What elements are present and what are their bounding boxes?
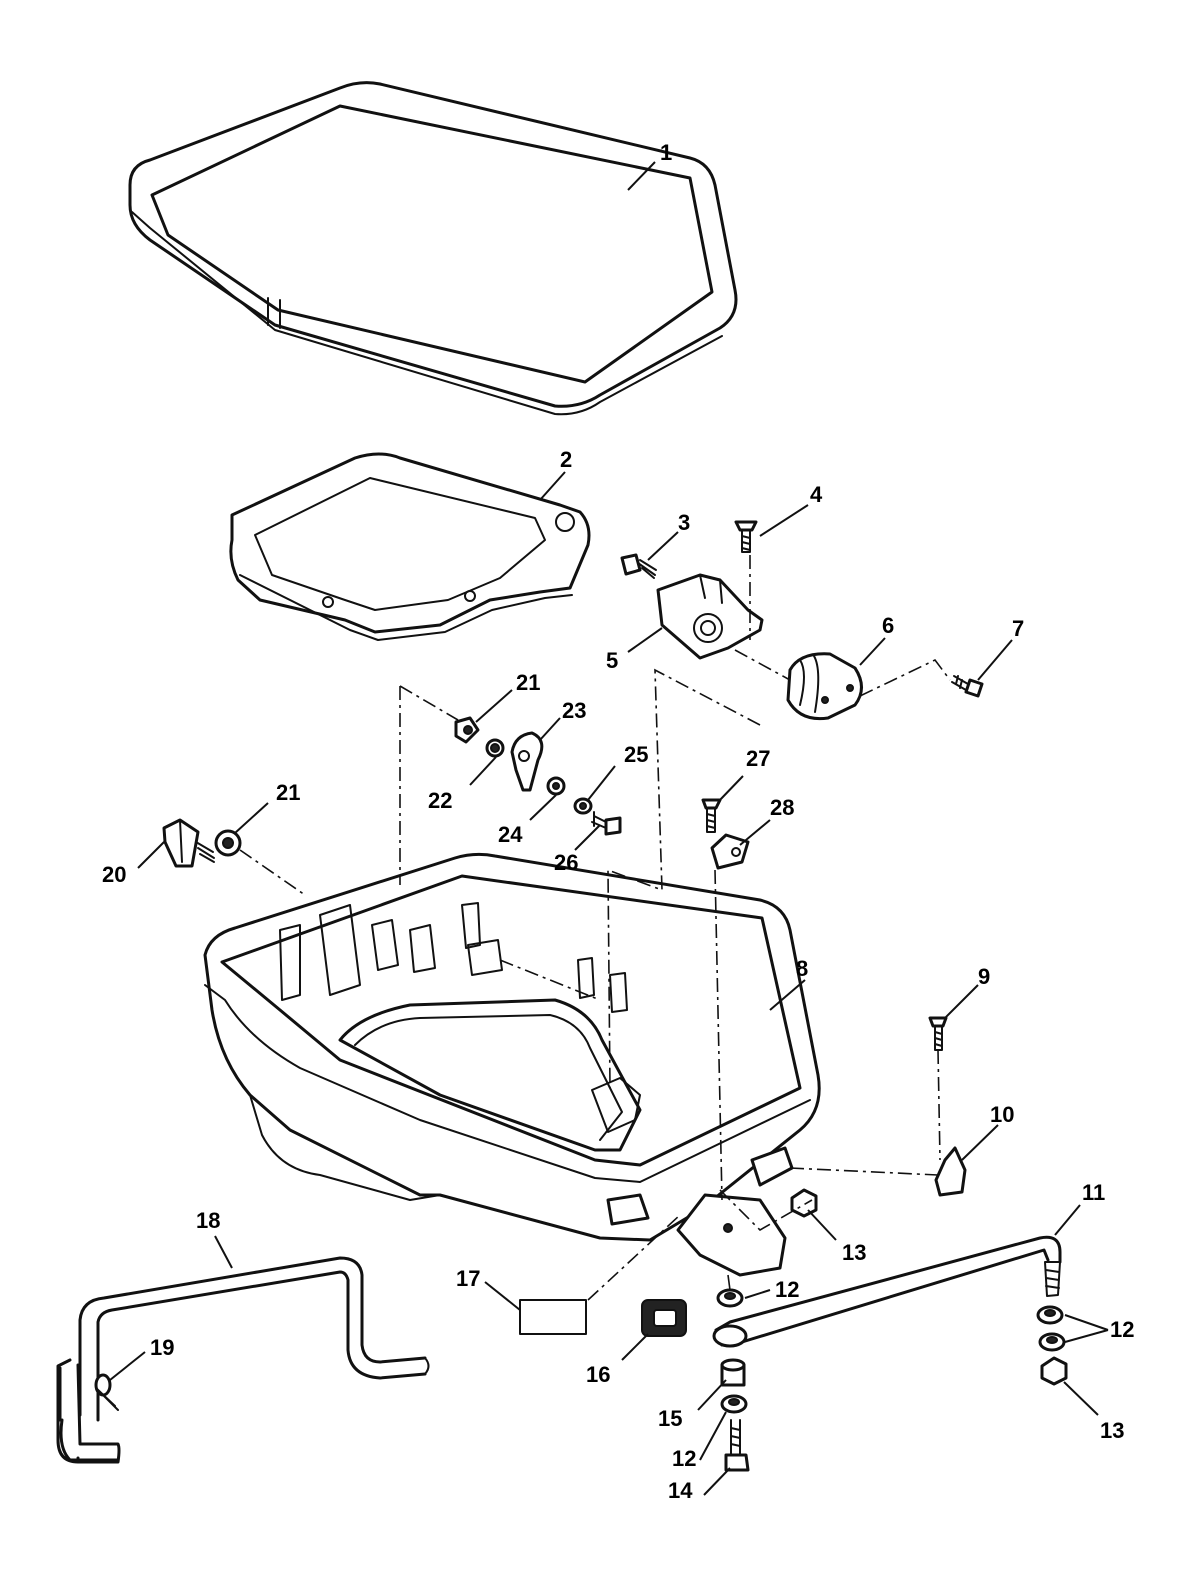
part-11-shift-rod bbox=[712, 1235, 1062, 1348]
part-22-washer bbox=[485, 738, 505, 758]
part-6-latch-handle bbox=[786, 652, 863, 721]
callout-1: 1 bbox=[660, 140, 672, 165]
part-15-spacer bbox=[720, 1358, 746, 1387]
part-24-washer bbox=[546, 776, 566, 796]
callout-9: 9 bbox=[978, 964, 990, 989]
callout-6: 6 bbox=[882, 613, 894, 638]
part-14-bolt bbox=[724, 1419, 750, 1472]
callout-14: 14 bbox=[668, 1478, 693, 1503]
callout-18: 18 bbox=[196, 1208, 220, 1233]
part-4-screw bbox=[734, 520, 758, 553]
assembly-lines bbox=[239, 555, 951, 1301]
callout-19: 19 bbox=[150, 1335, 174, 1360]
callout-labels: 1 2 3 4 5 6 7 8 9 10 11 12 12 12 12 13 1… bbox=[102, 140, 1134, 1503]
callout-10: 10 bbox=[990, 1102, 1014, 1127]
part-2-inner-seal bbox=[229, 452, 591, 641]
part-12-washers bbox=[716, 1288, 1066, 1414]
part-28-striker bbox=[710, 833, 750, 870]
part-13-nuts bbox=[790, 1188, 1068, 1386]
part-20-bumper bbox=[162, 818, 215, 868]
callout-2: 2 bbox=[560, 447, 572, 472]
callout-4: 4 bbox=[810, 482, 823, 507]
callout-3: 3 bbox=[678, 510, 690, 535]
callout-12b: 12 bbox=[1110, 1317, 1134, 1342]
callout-5: 5 bbox=[606, 648, 618, 673]
part-25-nut bbox=[573, 797, 593, 815]
part-23-hook bbox=[510, 731, 544, 792]
callout-22: 22 bbox=[428, 788, 452, 813]
callout-26: 26 bbox=[554, 850, 578, 875]
callout-16: 16 bbox=[586, 1362, 610, 1387]
callout-12c: 12 bbox=[672, 1446, 696, 1471]
callout-23: 23 bbox=[562, 698, 586, 723]
part-27-screw bbox=[701, 798, 722, 833]
part-26-bolt bbox=[591, 811, 622, 836]
part-5-latch-bracket bbox=[656, 573, 764, 660]
callout-27: 27 bbox=[746, 746, 770, 771]
callout-12a: 12 bbox=[775, 1277, 799, 1302]
callout-21b: 21 bbox=[276, 780, 300, 805]
part-3-bolt bbox=[620, 553, 657, 579]
part-10-clip bbox=[934, 1146, 967, 1197]
part-7-screw bbox=[951, 675, 984, 698]
callout-21a: 21 bbox=[516, 670, 540, 695]
callout-7: 7 bbox=[1012, 616, 1024, 641]
callout-15: 15 bbox=[658, 1406, 682, 1431]
callout-13b: 13 bbox=[1100, 1418, 1124, 1443]
part-21-nuts bbox=[214, 716, 480, 857]
callout-17: 17 bbox=[456, 1266, 480, 1291]
callout-13a: 13 bbox=[842, 1240, 866, 1265]
part-9-screw bbox=[928, 1016, 948, 1051]
callout-25: 25 bbox=[624, 742, 648, 767]
callout-20: 20 bbox=[102, 862, 126, 887]
part-16-grommet bbox=[641, 1299, 687, 1337]
part-1-top-seal bbox=[128, 81, 738, 416]
callout-8: 8 bbox=[796, 956, 808, 981]
callout-11: 11 bbox=[1082, 1180, 1105, 1205]
part-17-decal bbox=[519, 1299, 587, 1335]
leader-lines bbox=[109, 161, 1109, 1496]
part-8-lower-cowl bbox=[203, 852, 821, 1277]
part-19-pin bbox=[94, 1373, 119, 1411]
callout-24: 24 bbox=[498, 822, 523, 847]
callout-28: 28 bbox=[770, 795, 794, 820]
part-18-handle bbox=[56, 1256, 430, 1464]
